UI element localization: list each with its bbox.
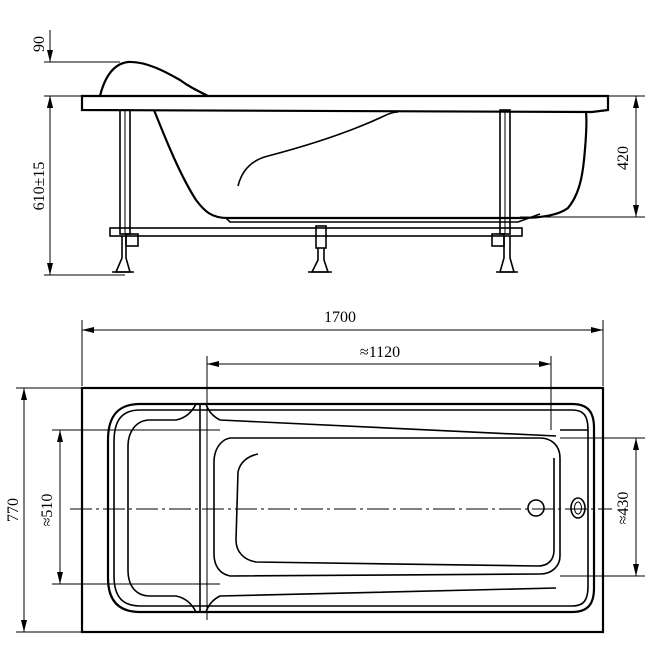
dimension-inner-width-foot: ≈430: [560, 437, 645, 577]
label-inner-width-head: ≈510: [39, 494, 56, 527]
label-length: 1700: [324, 309, 356, 326]
label-width: 770: [5, 498, 22, 522]
dimension-inner-width-head: ≈510: [39, 429, 220, 585]
backrest-curve: [237, 111, 399, 187]
headrest-area: [127, 403, 197, 613]
tub-outline: [80, 386, 605, 634]
basin-outer-edge: [106, 402, 596, 614]
basin-floor: [213, 437, 561, 577]
overflow-icon: [570, 497, 586, 519]
dimension-width: 770: [5, 387, 82, 633]
headrest-profile: [98, 60, 209, 97]
side-view: 90 610±15 420: [31, 30, 645, 276]
label-inner-length: ≈1120: [360, 344, 400, 361]
tub-rim: [80, 94, 610, 114]
label-total-height: 610±15: [31, 162, 48, 211]
top-view: 1700 ≈1120 770 ≈510: [5, 309, 645, 634]
dimension-inner-depth: 420: [615, 96, 639, 217]
support-frame: [109, 109, 523, 273]
label-inner-width-foot: ≈430: [615, 492, 632, 525]
label-rim-height: 90: [31, 36, 48, 52]
dimension-length: 1700: [81, 309, 604, 386]
dimension-total-height: 610±15: [31, 96, 53, 275]
tub-body: [152, 109, 588, 220]
dimension-inner-length: ≈1120: [206, 344, 552, 620]
drain-icon: [527, 499, 545, 517]
label-inner-depth: 420: [615, 146, 632, 170]
